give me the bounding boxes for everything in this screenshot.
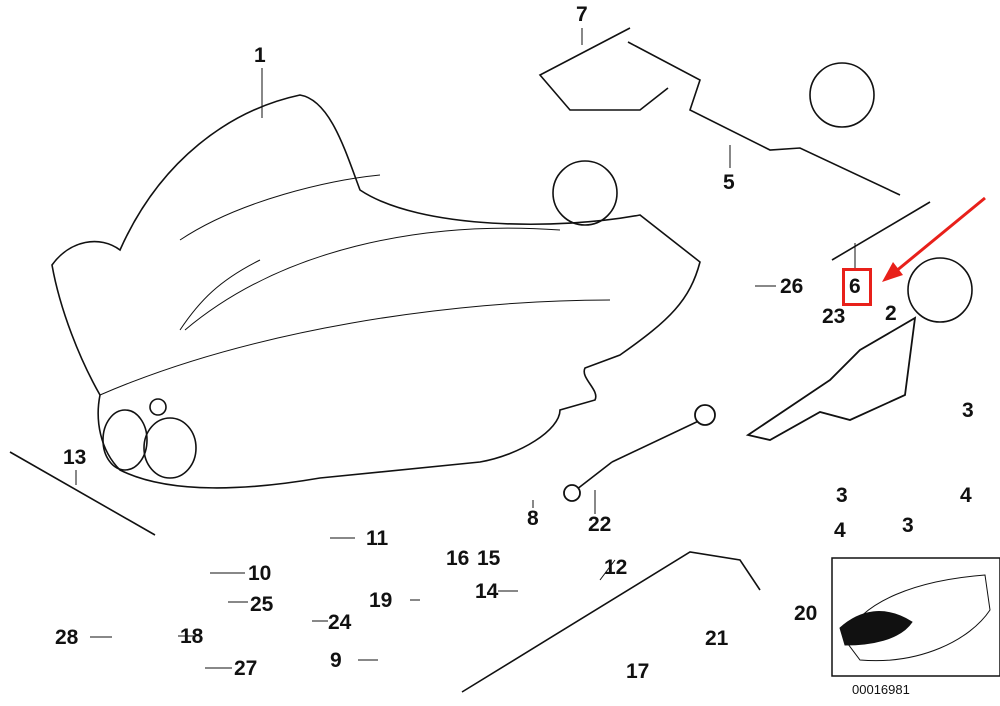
part-label-24[interactable]: 24: [328, 611, 352, 634]
part-label-12[interactable]: 12: [604, 556, 628, 579]
seal-detail-circle: [809, 62, 875, 128]
part-label-3[interactable]: 3: [902, 514, 914, 537]
highlight-box-part-6: [842, 268, 872, 306]
leader-lines: [75, 28, 856, 669]
part-label-1[interactable]: 1: [254, 44, 266, 67]
highlight-arrow: [882, 196, 986, 282]
part-label-13[interactable]: 13: [63, 446, 87, 469]
part-label-17[interactable]: 17: [626, 660, 650, 683]
part-label-19[interactable]: 19: [369, 589, 393, 612]
part-label-9[interactable]: 9: [330, 649, 342, 672]
part-label-16[interactable]: 16: [446, 547, 470, 570]
seal-detail-circle: [907, 257, 973, 323]
cable-drawing: [461, 551, 761, 693]
part-label-14[interactable]: 14: [475, 580, 499, 603]
part-label-28[interactable]: 28: [55, 626, 79, 649]
seal-5-drawing: [627, 41, 901, 196]
part-label-2[interactable]: 2: [885, 302, 897, 325]
vehicle-inset-car: [839, 574, 991, 662]
part-label-21[interactable]: 21: [705, 627, 729, 650]
part-label-6[interactable]: 6: [849, 275, 861, 298]
part-label-22[interactable]: 22: [588, 513, 612, 536]
part-label-4[interactable]: 4: [960, 484, 972, 507]
part-label-10[interactable]: 10: [248, 562, 272, 585]
part-label-3[interactable]: 3: [836, 484, 848, 507]
part-label-15[interactable]: 15: [477, 547, 501, 570]
seal-7-drawing: [538, 27, 669, 111]
hinge-drawing: [745, 316, 917, 441]
part-label-27[interactable]: 27: [234, 657, 258, 680]
part-label-8[interactable]: 8: [527, 507, 539, 530]
part-label-5[interactable]: 5: [723, 171, 735, 194]
support-rod-drawing: [9, 451, 156, 536]
part-label-25[interactable]: 25: [250, 593, 274, 616]
hood-drawing: [51, 94, 701, 489]
part-label-11[interactable]: 11: [366, 527, 389, 550]
part-label-23[interactable]: 23: [822, 305, 846, 328]
seal-detail-circle: [552, 160, 618, 226]
part-label-26[interactable]: 26: [780, 275, 804, 298]
seal-6-drawing: [831, 201, 931, 261]
part-label-7[interactable]: 7: [576, 3, 588, 26]
gas-strut-drawing: [563, 404, 716, 502]
part-label-3[interactable]: 3: [962, 399, 974, 422]
part-label-20[interactable]: 20: [794, 602, 818, 625]
diagram-reference-number: 00016981: [852, 682, 910, 697]
part-label-18[interactable]: 18: [180, 625, 204, 648]
part-label-4[interactable]: 4: [834, 519, 846, 542]
